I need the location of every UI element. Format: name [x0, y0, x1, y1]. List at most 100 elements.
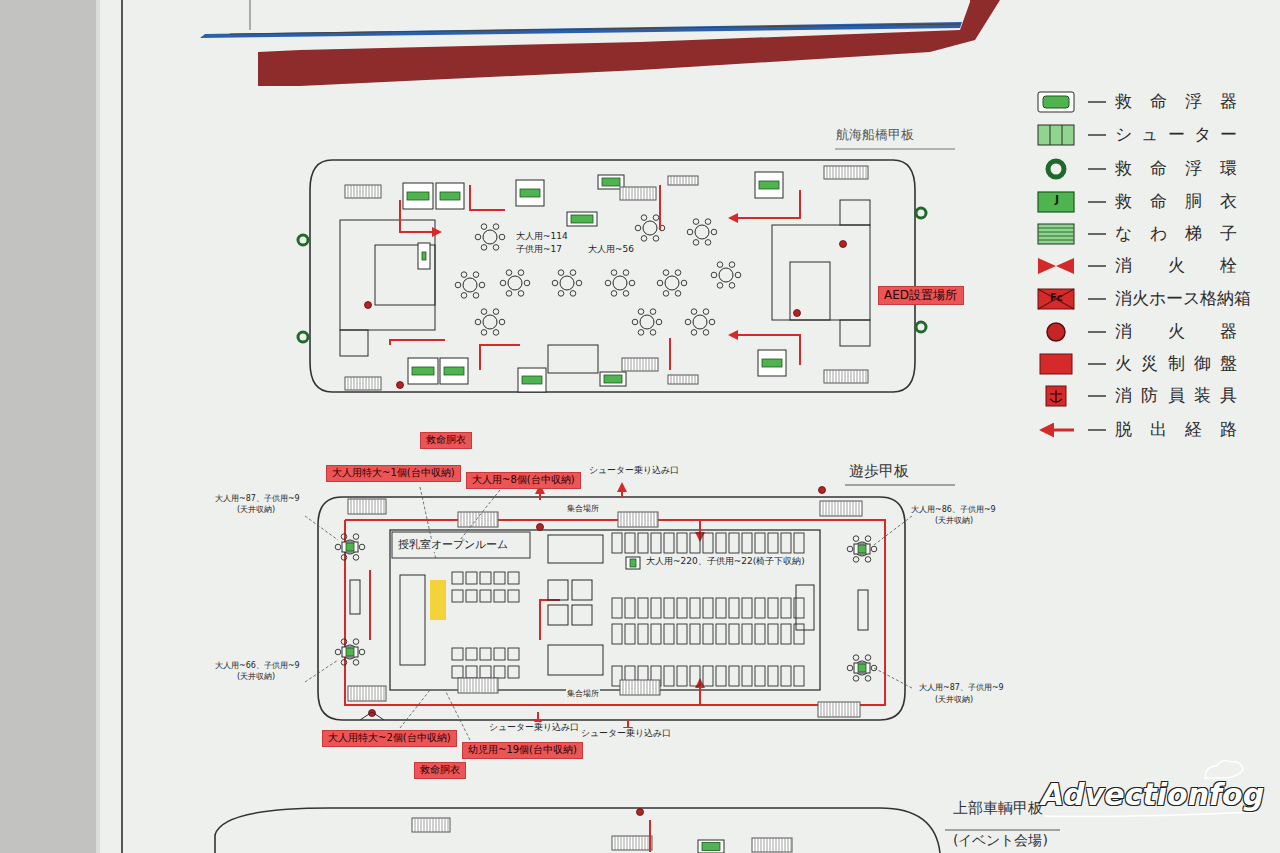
seat — [716, 533, 726, 553]
round-table — [855, 661, 869, 675]
life-raft — [604, 375, 622, 383]
chair — [853, 676, 859, 682]
stair-step — [351, 185, 352, 198]
seat — [466, 590, 477, 602]
stair-step — [845, 166, 846, 179]
life-buoy — [916, 208, 926, 218]
legend-row: 脱出経路 — [1115, 419, 1237, 439]
chair — [693, 219, 699, 225]
stair-step — [381, 499, 382, 514]
seat — [677, 533, 687, 553]
seat — [466, 666, 477, 678]
stair-step — [369, 499, 370, 514]
stair-step — [618, 836, 619, 850]
chair — [691, 330, 697, 336]
stair-step — [659, 680, 660, 695]
plan-label: 子供用~17 — [515, 244, 563, 254]
legend-dash — [1088, 331, 1106, 333]
chair — [455, 282, 461, 288]
leader-line — [400, 690, 430, 728]
stair-step — [650, 187, 651, 200]
stair-step — [639, 512, 640, 527]
chair — [663, 270, 669, 276]
seat — [677, 624, 687, 644]
plan-shape — [392, 532, 530, 558]
plan-label: 大人用~114 — [515, 231, 569, 241]
stair-step — [845, 370, 846, 383]
stair-step — [640, 358, 641, 371]
stair-step — [833, 702, 834, 717]
stair-step — [863, 166, 864, 179]
stair-step — [848, 166, 849, 179]
stair-step — [375, 377, 376, 390]
leader-line — [305, 516, 338, 540]
stair-step — [448, 818, 449, 832]
stair-step — [384, 499, 385, 514]
legend-row: 消火栓 — [1115, 255, 1237, 275]
stair-step — [470, 678, 471, 693]
seat — [664, 598, 674, 618]
leader-line — [874, 668, 912, 688]
stair-step — [621, 836, 622, 850]
seat — [638, 624, 648, 644]
legend-row: 消防員装具 — [1115, 385, 1237, 405]
stair-step — [482, 512, 483, 527]
stair-step — [755, 838, 756, 852]
chair — [335, 649, 341, 655]
stair-step — [644, 187, 645, 200]
stair-step — [859, 501, 860, 516]
escape-route — [369, 570, 371, 640]
stair-step — [779, 838, 780, 852]
chair — [506, 270, 512, 276]
stair-step — [652, 358, 653, 371]
tag-text: 大人用特大~1個(台中収納) — [332, 467, 455, 480]
plan-shape — [1048, 161, 1064, 177]
plan-shape — [430, 580, 446, 620]
stair-step — [363, 185, 364, 198]
seat — [703, 533, 713, 553]
legend-text: 消火器 — [1115, 321, 1237, 341]
legend-text: なわ梯子 — [1115, 223, 1237, 243]
seat — [716, 598, 726, 618]
plan-label: (天井収納) — [934, 695, 974, 704]
room-outline — [548, 580, 568, 600]
stair-step — [497, 678, 498, 693]
stair-step — [839, 702, 840, 717]
legend-dash — [1088, 265, 1106, 267]
stair-step — [623, 680, 624, 695]
chair — [847, 546, 853, 552]
plan-label: 集合場所 — [566, 504, 600, 513]
chair — [353, 555, 359, 561]
chair — [853, 557, 859, 563]
raft-case — [755, 172, 783, 198]
chair — [656, 319, 662, 325]
escape-route — [400, 200, 440, 232]
plan-shape — [1038, 92, 1074, 112]
stair-step — [632, 680, 633, 695]
room-outline — [340, 220, 435, 330]
seat — [742, 598, 752, 618]
chair — [479, 282, 485, 288]
seat — [452, 590, 463, 602]
seat — [677, 598, 687, 618]
chair — [475, 234, 481, 240]
seat — [651, 624, 661, 644]
stair-step — [354, 686, 355, 701]
seat — [480, 648, 491, 660]
stair-step — [866, 166, 867, 179]
plan-shape — [1043, 96, 1069, 108]
stair-step — [857, 370, 858, 383]
chair — [570, 291, 576, 297]
chair — [865, 557, 871, 563]
seat — [452, 648, 463, 660]
stair-step — [476, 678, 477, 693]
seat — [703, 598, 713, 618]
plan-shape — [1038, 289, 1074, 309]
seat — [480, 572, 491, 584]
chair — [623, 291, 629, 297]
chair — [518, 270, 524, 276]
round-table — [665, 276, 679, 290]
stair-step — [378, 377, 379, 390]
stair-step — [615, 836, 616, 850]
